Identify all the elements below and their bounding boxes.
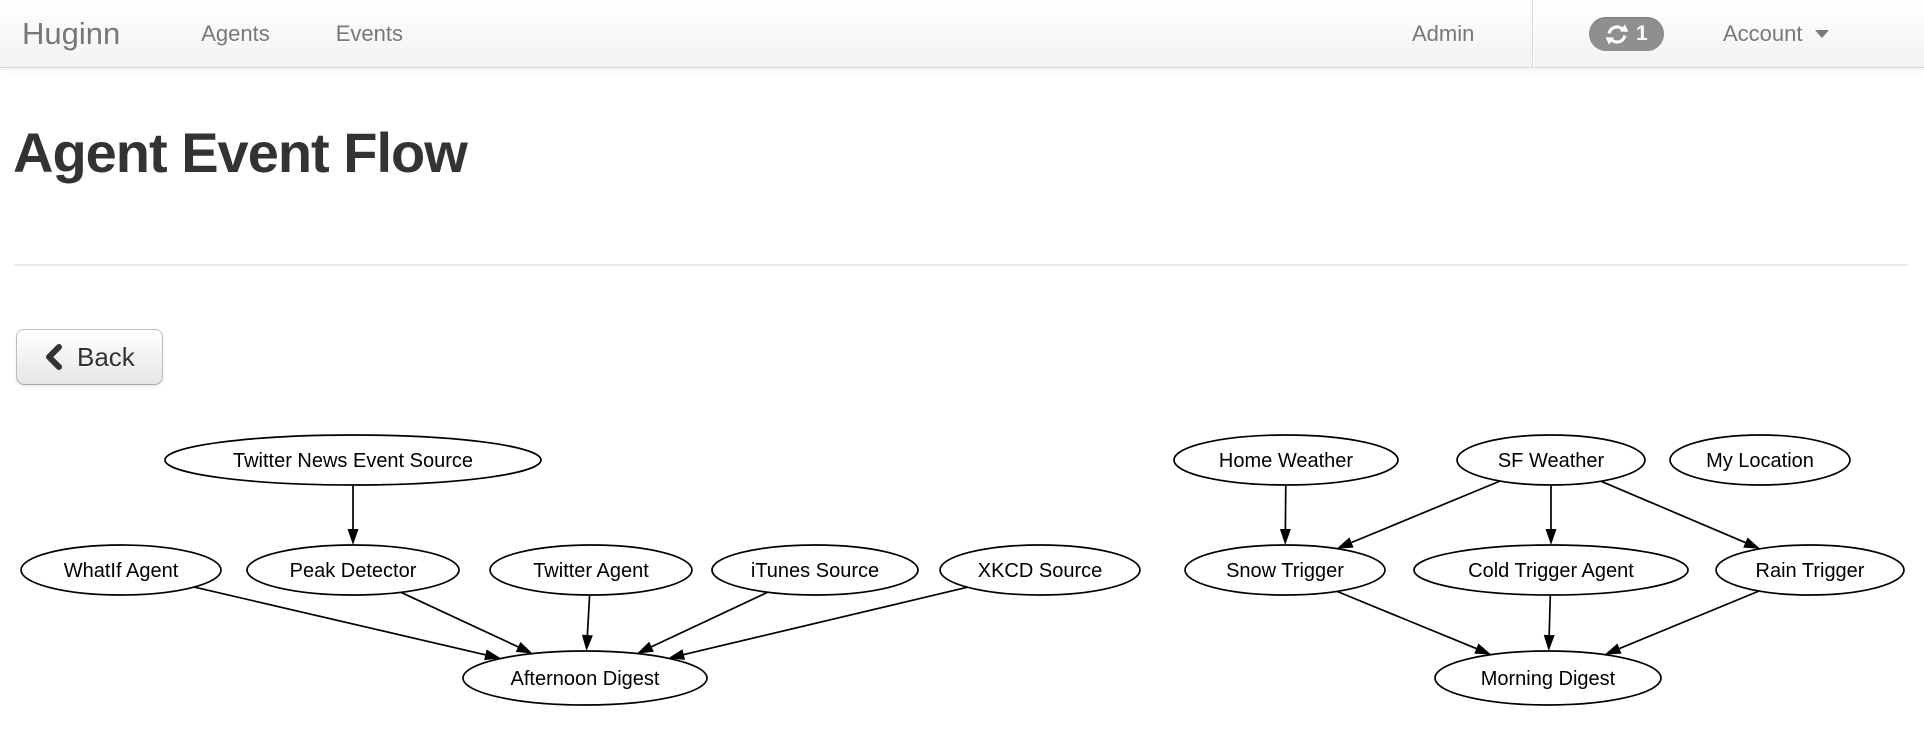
admin-link[interactable]: Admin: [1412, 21, 1475, 46]
graph-node-label: Cold Trigger Agent: [1468, 560, 1634, 582]
graph-node-label: Peak Detector: [290, 560, 417, 582]
graph-edge-sf-weather--snow-trigger: [1336, 480, 1501, 549]
graph-node-rain-trigger: Rain Trigger: [1715, 544, 1905, 596]
graph-edge-whatif-agent--afternoon-digest: [193, 586, 501, 661]
graph-node-label: Rain Trigger: [1756, 560, 1865, 582]
graph-node-label: XKCD Source: [978, 560, 1103, 582]
brand-link[interactable]: Huginn: [22, 15, 121, 51]
graph-edge-itunes-source--afternoon-digest: [637, 591, 769, 654]
graph-node-xkcd-source: XKCD Source: [939, 544, 1141, 596]
graph-node-snow-trigger: Snow Trigger: [1184, 544, 1386, 596]
caret-down-icon: [1814, 30, 1829, 38]
graph-node-label: Afternoon Digest: [511, 668, 660, 690]
graph-node-label: Morning Digest: [1481, 668, 1616, 690]
graph-node-label: Snow Trigger: [1226, 560, 1344, 582]
navbar: Huginn Agents Events Admin 1 Account: [0, 0, 1924, 68]
refresh-icon: [1605, 23, 1629, 45]
nav-item-events[interactable]: Events: [335, 20, 404, 46]
graph-node-label: iTunes Source: [751, 560, 879, 582]
back-button-label: Back: [77, 341, 135, 372]
graph-node-itunes-source: iTunes Source: [711, 544, 919, 596]
page-title: Agent Event Flow: [13, 121, 468, 184]
graph-node-label: WhatIf Agent: [64, 560, 179, 582]
graph-node-twitter-news-event-source: Twitter News Event Source: [164, 434, 542, 486]
graph-edge-peak-detector--afternoon-digest: [400, 591, 533, 654]
graph-node-home-weather: Home Weather: [1173, 434, 1399, 486]
graph-edge-twitter-agent--afternoon-digest: [581, 594, 593, 652]
graph-edge-xkcd-source--afternoon-digest: [668, 586, 968, 660]
graph-node-my-location: My Location: [1669, 434, 1851, 486]
graph-node-label: My Location: [1706, 450, 1814, 472]
graph-edge-rain-trigger--morning-digest: [1604, 590, 1760, 655]
graph-edge-snow-trigger--morning-digest: [1336, 590, 1492, 655]
graph-edge-home-weather--snow-trigger: [1279, 484, 1291, 546]
job-count-badge[interactable]: 1: [1589, 17, 1664, 51]
job-count: 1: [1636, 22, 1648, 45]
graph-node-sf-weather: SF Weather: [1456, 434, 1646, 486]
graph-edge-sf-weather--rain-trigger: [1600, 480, 1761, 549]
heading-divider: [14, 264, 1908, 266]
graph-edge-cold-trigger-agent--morning-digest: [1543, 594, 1555, 652]
graph-edge-sf-weather--cold-trigger-agent: [1545, 485, 1557, 545]
graph-node-label: Twitter News Event Source: [233, 450, 473, 472]
graph-node-label: SF Weather: [1498, 450, 1605, 472]
graph-node-peak-detector: Peak Detector: [246, 544, 460, 596]
account-dropdown[interactable]: Account: [1723, 0, 1829, 68]
chevron-left-icon: [44, 343, 64, 371]
graph-edge-twitter-news-event-source--peak-detector: [347, 485, 359, 545]
nav-item-agents[interactable]: Agents: [201, 20, 270, 46]
graph-node-whatif-agent: WhatIf Agent: [20, 544, 222, 596]
graph-node-twitter-agent: Twitter Agent: [489, 544, 693, 596]
back-button[interactable]: Back: [16, 329, 163, 385]
navbar-divider: [1532, 0, 1534, 68]
account-label: Account: [1723, 21, 1803, 46]
graph-node-cold-trigger-agent: Cold Trigger Agent: [1413, 544, 1689, 596]
graph-node-morning-digest: Morning Digest: [1434, 650, 1662, 706]
graph-node-label: Twitter Agent: [533, 560, 649, 582]
graph-node-afternoon-digest: Afternoon Digest: [462, 650, 708, 706]
main-nav: Agents Events: [168, 0, 436, 67]
graph-node-label: Home Weather: [1219, 450, 1353, 472]
